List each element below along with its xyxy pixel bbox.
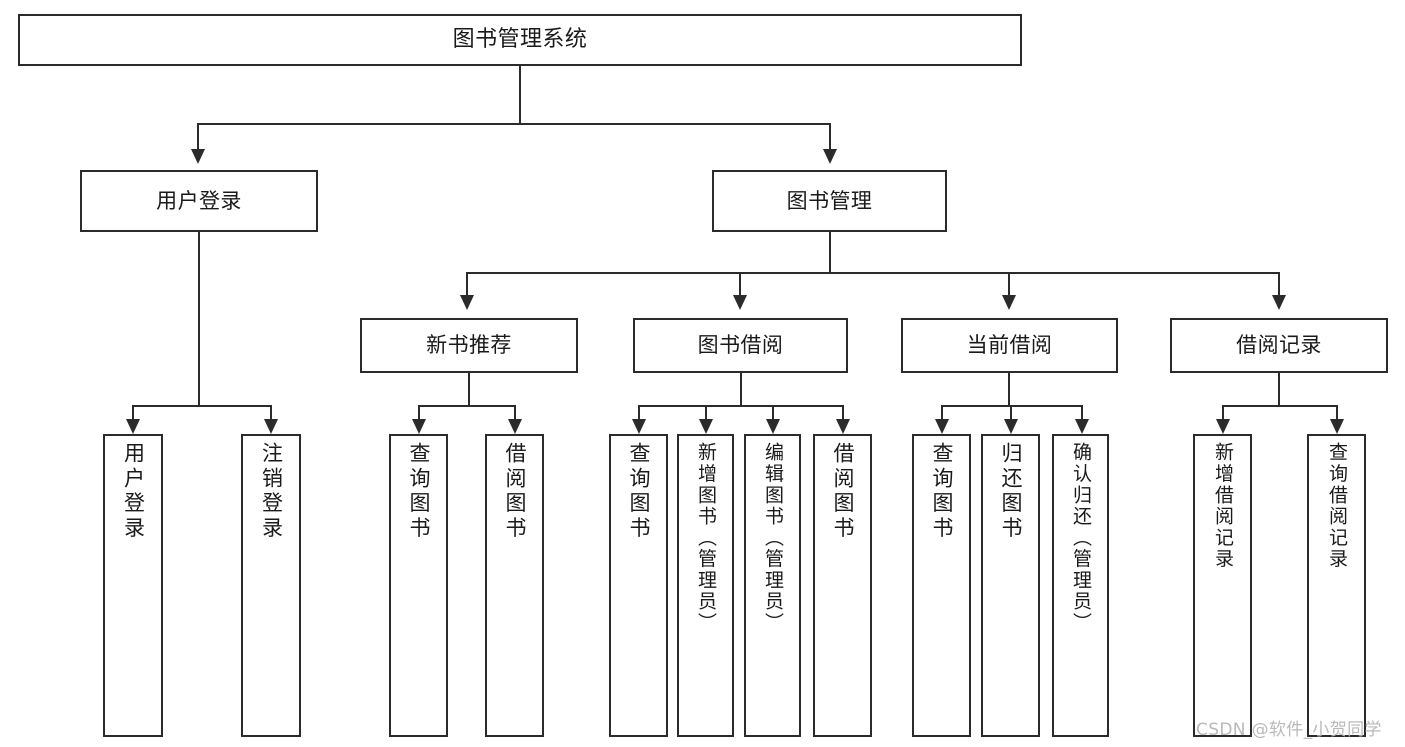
arrowhead-new-book-recommend (460, 295, 474, 310)
node-label: 图书管理系统 (452, 27, 588, 53)
connector-drop-leaf-query-record (1336, 405, 1338, 419)
node-borrow-record[interactable]: 借阅记录 (1170, 318, 1388, 373)
leaf-node-borrow-book-2[interactable]: 借阅图书 (813, 434, 872, 737)
arrowhead-leaf-add-record (1216, 419, 1230, 434)
node-label: 归还图书 (999, 442, 1023, 542)
node-label: 用户登录 (156, 188, 242, 213)
arrowhead-leaf-borrow-book-1 (508, 419, 522, 434)
connector-drop-leaf-logout (270, 405, 272, 419)
leaf-node-query-book-2[interactable]: 查询图书 (609, 434, 668, 737)
connector-level3-bar (466, 272, 1278, 274)
leaf-node-return-book[interactable]: 归还图书 (981, 434, 1040, 737)
node-label: 当前借阅 (966, 333, 1053, 358)
node-label: 新增借阅记录 (1212, 442, 1234, 570)
connector-borrow-record-stem (1278, 373, 1280, 405)
node-label: 新书推荐 (426, 333, 512, 358)
leaf-node-query-book-3[interactable]: 查询图书 (912, 434, 971, 737)
connector-drop-leaf-borrow-book-1 (514, 405, 516, 419)
node-label: 图书借阅 (697, 333, 784, 358)
connector-drop-leaf-query-book-2 (638, 405, 640, 419)
connector-new-book-recommend-stem (468, 373, 470, 405)
arrowhead-leaf-return-book (1004, 419, 1018, 434)
arrowhead-leaf-logout (264, 419, 278, 434)
connector-drop-leaf-query-book-1 (418, 405, 420, 419)
connector-book-borrow-bar (638, 405, 842, 407)
node-book-borrow[interactable]: 图书借阅 (633, 318, 848, 373)
connector-drop-user-login (197, 123, 199, 149)
connector-current-borrow-stem (1008, 373, 1010, 405)
connector-drop-leaf-query-book-3 (941, 405, 943, 419)
connector-user-login-stem (198, 232, 200, 405)
connector-book-management-stem (829, 232, 831, 272)
node-label: 查询图书 (407, 442, 431, 542)
connector-drop-leaf-add-book (705, 405, 707, 419)
node-book-management[interactable]: 图书管理 (712, 170, 947, 232)
arrowhead-user-login (191, 149, 205, 164)
node-label: 查询图书 (627, 442, 651, 542)
node-label: 查询图书 (930, 442, 954, 542)
leaf-node-edit-book[interactable]: 编辑图书（管理员） (744, 434, 801, 737)
connector-level1-bar (197, 123, 831, 125)
connector-new-book-recommend-bar (418, 405, 516, 407)
arrowhead-leaf-user-login (126, 419, 140, 434)
arrowhead-borrow-record (1272, 295, 1286, 310)
node-label: 确认归还（管理员） (1070, 442, 1092, 634)
leaf-node-user-login[interactable]: 用户登录 (103, 434, 163, 737)
leaf-node-borrow-book-1[interactable]: 借阅图书 (485, 434, 544, 737)
node-label: 借阅图书 (503, 442, 527, 542)
node-label: 用户登录 (121, 442, 146, 542)
connector-drop-leaf-borrow-book-2 (842, 405, 844, 419)
node-label: 借阅记录 (1236, 333, 1322, 358)
node-new-book-recommend[interactable]: 新书推荐 (360, 318, 578, 373)
node-label: 图书管理 (786, 188, 873, 213)
leaf-node-confirm-return[interactable]: 确认归还（管理员） (1052, 434, 1109, 737)
connector-book-borrow-stem (740, 373, 742, 405)
connector-drop-leaf-add-record (1222, 405, 1224, 419)
connector-drop-book-borrow (739, 272, 741, 295)
node-label: 新增图书（管理员） (695, 442, 717, 634)
arrowhead-leaf-query-book-3 (935, 419, 949, 434)
leaf-node-query-book-1[interactable]: 查询图书 (389, 434, 448, 737)
arrowhead-leaf-borrow-book-2 (836, 419, 850, 434)
connector-borrow-record-bar (1222, 405, 1336, 407)
leaf-node-logout[interactable]: 注销登录 (241, 434, 301, 737)
csdn-watermark: CSDN @软件_小贺同学 (1196, 715, 1382, 740)
node-label: 编辑图书（管理员） (762, 442, 784, 634)
arrowhead-leaf-add-book (699, 419, 713, 434)
connector-drop-current-borrow (1008, 272, 1010, 295)
connector-drop-leaf-return-book (1010, 405, 1012, 419)
leaf-node-add-book[interactable]: 新增图书（管理员） (677, 434, 734, 737)
connector-drop-new-book-recommend (466, 272, 468, 295)
arrowhead-book-borrow (733, 295, 747, 310)
node-user-login[interactable]: 用户登录 (80, 170, 318, 232)
arrowhead-current-borrow (1002, 295, 1016, 310)
connector-drop-leaf-user-login (132, 405, 134, 419)
arrowhead-leaf-query-book-1 (412, 419, 426, 434)
leaf-node-query-record[interactable]: 查询借阅记录 (1307, 434, 1366, 737)
node-label: 查询借阅记录 (1326, 442, 1348, 570)
leaf-node-add-record[interactable]: 新增借阅记录 (1193, 434, 1252, 737)
node-label: 借阅图书 (831, 442, 855, 542)
arrowhead-book-management (823, 149, 837, 164)
connector-drop-borrow-record (1278, 272, 1280, 295)
arrowhead-leaf-query-book-2 (632, 419, 646, 434)
watermark-text: CSDN @软件_小贺同学 (1196, 720, 1382, 740)
connector-user-login-bar (132, 405, 270, 407)
node-current-borrow[interactable]: 当前借阅 (901, 318, 1118, 373)
node-root-book-management-system[interactable]: 图书管理系统 (18, 14, 1022, 66)
connector-drop-leaf-edit-book (772, 405, 774, 419)
connector-drop-book-management (829, 123, 831, 149)
connector-root-stem (519, 66, 521, 123)
arrowhead-leaf-edit-book (766, 419, 780, 434)
arrowhead-leaf-confirm-return (1075, 419, 1089, 434)
arrowhead-leaf-query-record (1330, 419, 1344, 434)
node-label: 注销登录 (259, 442, 284, 542)
connector-drop-leaf-confirm-return (1081, 405, 1083, 419)
